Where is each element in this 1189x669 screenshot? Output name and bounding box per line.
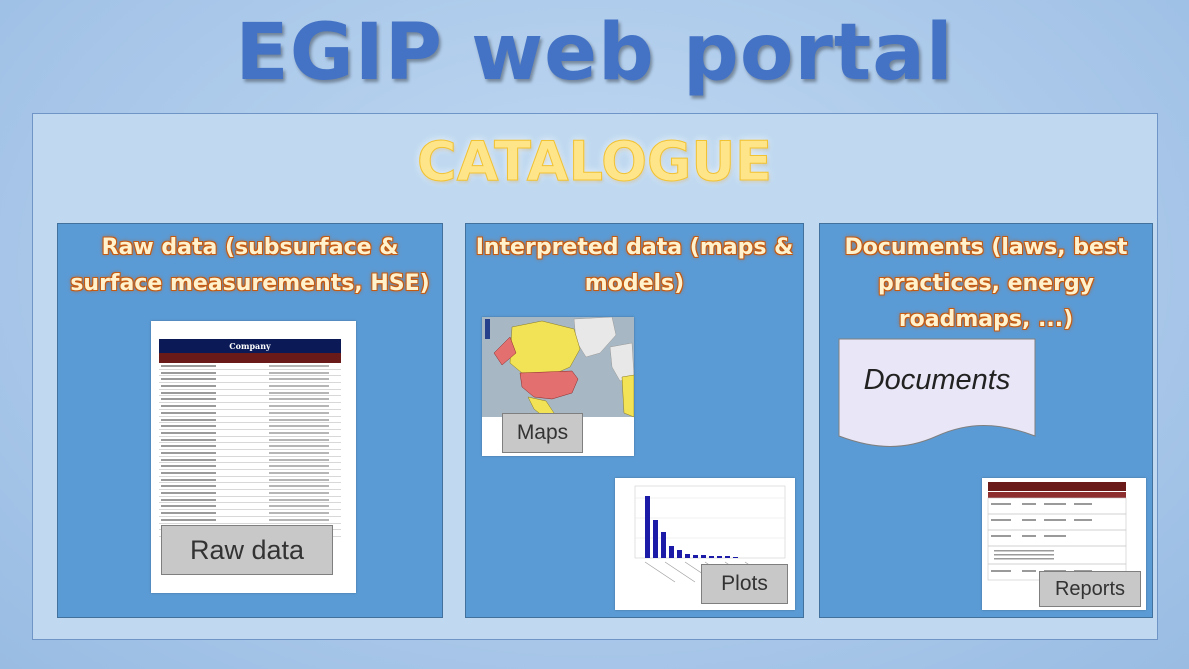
reports-tag: Reports [1039,571,1141,607]
raw-data-thumbnail[interactable]: Company Raw data [151,321,356,593]
document-icon[interactable] [838,338,1036,450]
map-icon [485,317,634,418]
panel-title-line: Interpreted data (maps & [475,235,794,260]
plots-thumbnail[interactable]: Plots [615,478,795,610]
panel-title-line: models) [584,271,685,296]
raw-data-panel-title: Raw data (subsurface & surface measureme… [58,230,442,302]
panel-title-line: practices, energy [877,271,1095,296]
panel-title-line: surface measurements, HSE) [70,271,430,296]
slide-title: EGIP web portal [235,8,954,98]
maps-tag: Maps [502,413,583,453]
plots-tag: Plots [701,564,788,604]
interpreted-data-panel-title: Interpreted data (maps & models) [466,230,803,302]
documents-panel-title: Documents (laws, best practices, energy … [820,230,1152,338]
panel-title-line: roadmaps, ...) [898,307,1074,332]
table-heading: Company [159,339,341,353]
raw-data-tag: Raw data [161,525,333,575]
interpreted-data-panel: Interpreted data (maps & models) Maps [465,223,804,618]
reports-thumbnail[interactable]: Reports [982,478,1146,610]
documents-label: Documents [863,364,1011,396]
raw-data-panel: Raw data (subsurface & surface measureme… [57,223,443,618]
maps-thumbnail[interactable]: Maps [482,317,634,456]
panel-title-line: Raw data (subsurface & [101,235,399,260]
table-rows [159,363,341,537]
table-header-row [159,353,341,363]
catalogue-title: CATALOGUE [416,130,773,194]
panel-title-line: Documents (laws, best [844,235,1128,260]
